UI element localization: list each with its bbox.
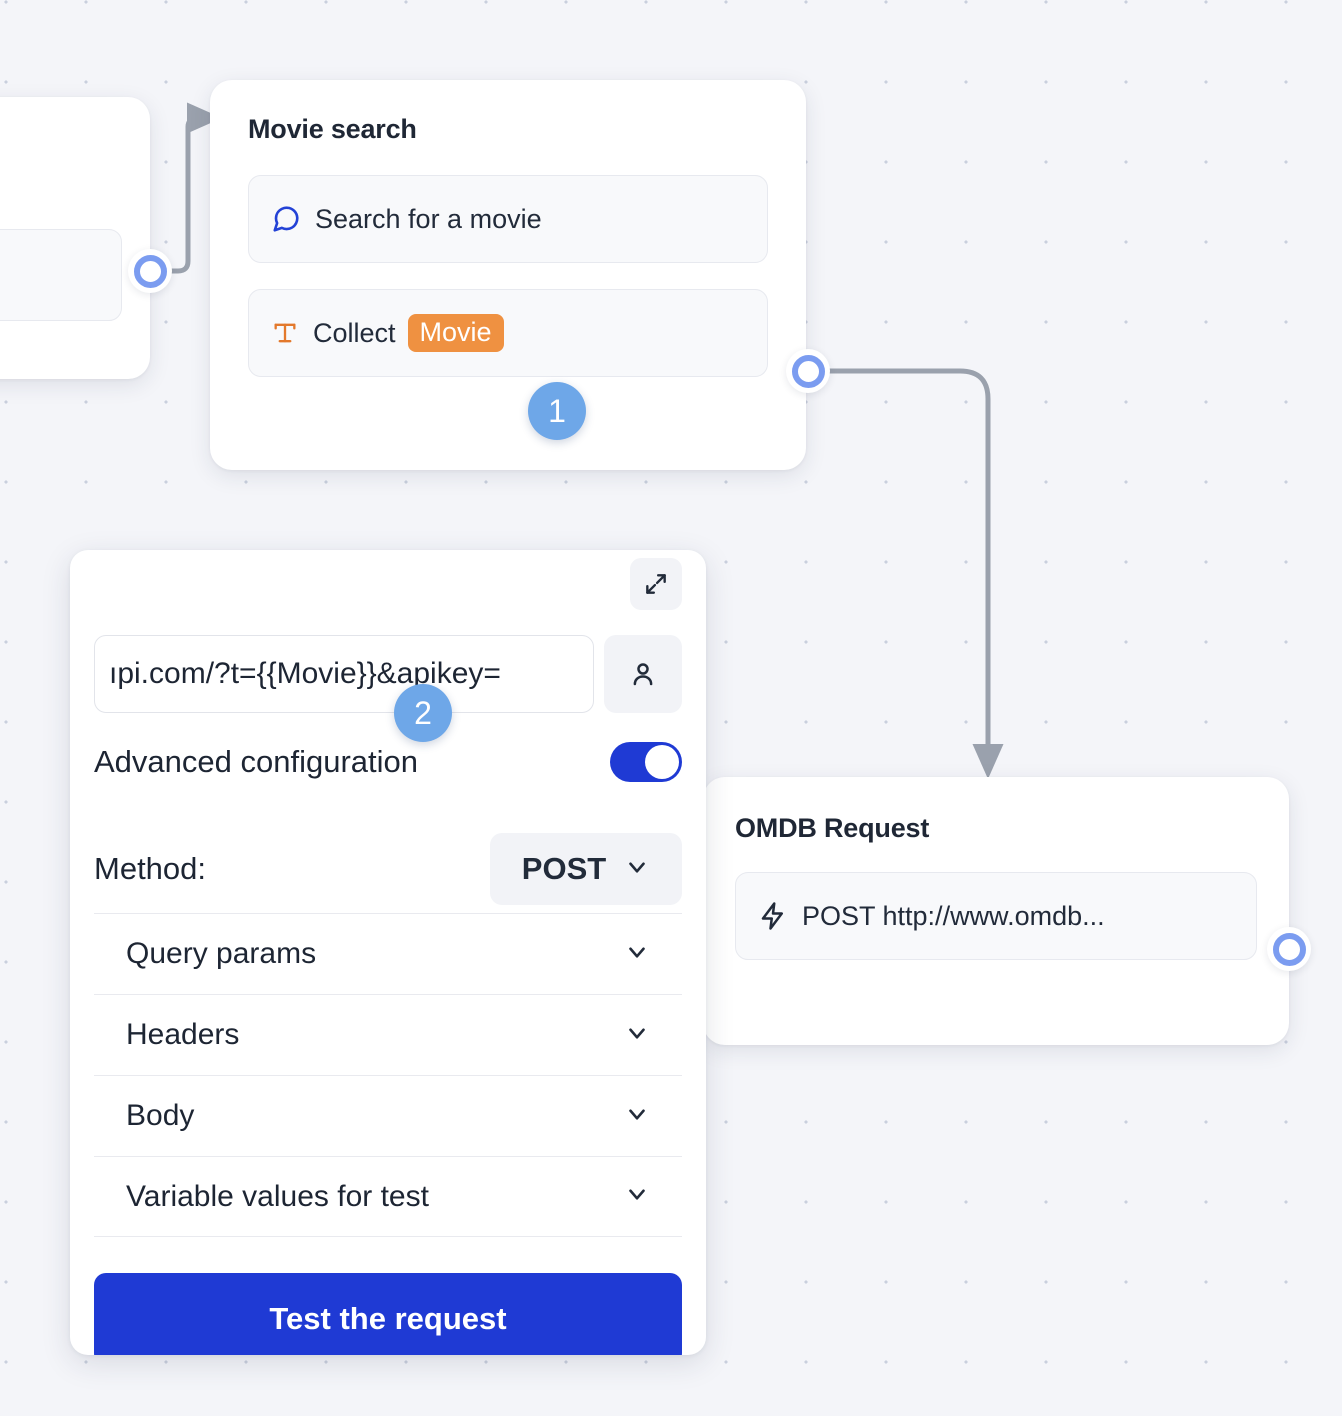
method-value: POST (521, 851, 607, 886)
url-row: ıpi.com/?t={{Movie}}&apikey= (94, 635, 682, 713)
port-movie-search-output[interactable] (786, 349, 830, 393)
advanced-configuration-label: Advanced configuration (94, 744, 419, 779)
node-row-label: POST http://www.omdb... (802, 900, 1105, 931)
section-variable-values-for-test[interactable]: Variable values for test (94, 1156, 682, 1237)
node-row-post-request[interactable]: POST http://www.omdb... (735, 872, 1257, 960)
test-the-request-button[interactable]: Test the request (94, 1273, 682, 1355)
method-select[interactable]: POST (490, 833, 682, 905)
port-omdb-output[interactable] (1267, 927, 1311, 971)
node-movie-search[interactable]: Movie search Search for a movie (210, 80, 806, 470)
port-offscreen-output[interactable] (128, 249, 172, 293)
section-label: Body (126, 1099, 195, 1132)
expand-panel-button[interactable] (630, 558, 682, 610)
section-headers[interactable]: Headers (94, 994, 682, 1075)
request-config-panel[interactable]: ıpi.com/?t={{Movie}}&apikey= Advanced co… (70, 550, 706, 1355)
chevron-down-icon (624, 1181, 650, 1212)
section-label: Headers (126, 1018, 240, 1051)
method-label: Method: (94, 851, 207, 886)
node-omdb-request[interactable]: OMDB Request POST http://www.omdb... (689, 777, 1289, 1045)
section-body[interactable]: Body (94, 1075, 682, 1156)
chevron-down-icon (624, 939, 650, 970)
node-row-search-for-a-movie[interactable]: Search for a movie (248, 175, 768, 263)
section-label: Query params (126, 937, 317, 970)
step-marker-2: 2 (394, 684, 452, 742)
node-row-collect-movie[interactable]: Collect Movie (248, 289, 768, 377)
node-row[interactable] (0, 229, 122, 321)
advanced-configuration-row: Advanced configuration (94, 742, 682, 782)
expand-diagonal-icon (646, 574, 666, 594)
node-row-label: Search for a movie (315, 203, 542, 234)
advanced-configuration-toggle[interactable] (610, 742, 682, 782)
page-title: OMDB Request (735, 813, 930, 843)
wire-movie-to-omdb (825, 368, 1004, 779)
text-t-icon (271, 319, 299, 347)
variable-chip-movie[interactable]: Movie (407, 313, 504, 353)
message-bubble-icon (271, 204, 301, 234)
method-row: Method: POST (94, 833, 682, 905)
config-sections: Query params Headers Body (94, 913, 682, 1237)
collect-label: Collect (313, 317, 396, 348)
page-title: Movie search (248, 114, 417, 144)
person-button[interactable] (604, 635, 682, 713)
section-query-params[interactable]: Query params (94, 913, 682, 994)
lightning-bolt-icon (758, 901, 788, 931)
person-icon (633, 663, 653, 686)
node-row-label: Collect Movie (313, 313, 504, 353)
chevron-down-icon (624, 1020, 650, 1051)
wire-offscreen-to-movie (167, 102, 222, 274)
step-marker-1: 1 (528, 382, 586, 440)
chevron-down-icon (624, 854, 650, 885)
node-partial-left[interactable] (0, 97, 150, 379)
chevron-down-icon (624, 1101, 650, 1132)
url-input[interactable]: ıpi.com/?t={{Movie}}&apikey= (94, 635, 594, 713)
section-label: Variable values for test (126, 1179, 429, 1213)
